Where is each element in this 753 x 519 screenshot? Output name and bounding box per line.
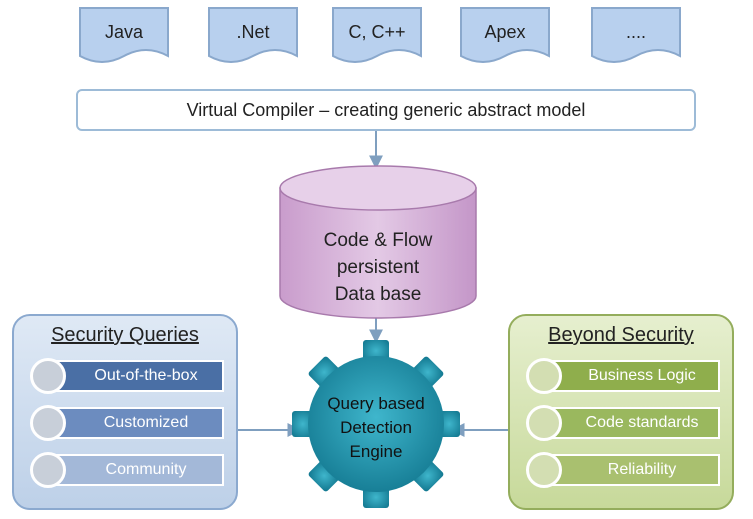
virtual-compiler-box: Virtual Compiler – creating generic abst… xyxy=(76,89,696,131)
document-icon xyxy=(460,7,550,63)
language-doc-c-cpp: C, C++ xyxy=(331,6,423,66)
list-item: Customized xyxy=(30,403,228,443)
item-label: Reliability xyxy=(548,454,720,486)
bullet-circle-icon xyxy=(30,405,66,441)
document-icon xyxy=(208,7,298,63)
language-label: .Net xyxy=(236,22,270,42)
document-icon xyxy=(591,7,681,63)
list-item: Business Logic xyxy=(526,356,724,396)
document-icon xyxy=(79,7,169,63)
list-item: Out-of-the-box xyxy=(30,356,228,396)
language-label: C, C++ xyxy=(348,22,406,42)
virtual-compiler-label: Virtual Compiler – creating generic abst… xyxy=(186,99,586,120)
language-label: Apex xyxy=(484,22,526,42)
item-label: Customized xyxy=(52,407,224,439)
language-doc-dotnet: .Net xyxy=(207,6,299,66)
bullet-circle-icon xyxy=(30,452,66,488)
list-item: Community xyxy=(30,450,228,490)
database-label: Code & Flow persistent Data base xyxy=(323,230,433,305)
list-item: Code standards xyxy=(526,403,724,443)
engine-label: Query based Detection Engine xyxy=(327,394,425,461)
security-queries-panel: Security Queries Out-of-the-box Customiz… xyxy=(12,314,238,510)
bullet-circle-icon xyxy=(526,452,562,488)
language-doc-apex: Apex xyxy=(459,6,551,66)
language-label: .... xyxy=(625,22,646,42)
document-icon xyxy=(332,7,422,63)
item-label: Business Logic xyxy=(548,360,720,392)
item-label: Out-of-the-box xyxy=(52,360,224,392)
list-item: Reliability xyxy=(526,450,724,490)
language-label: Java xyxy=(104,22,144,42)
beyond-security-panel: Beyond Security Business Logic Code stan… xyxy=(508,314,734,510)
panel-title: Beyond Security xyxy=(548,324,694,346)
panel-title: Security Queries xyxy=(51,324,199,346)
bullet-circle-icon xyxy=(526,358,562,394)
bullet-circle-icon xyxy=(30,358,66,394)
language-doc-more: .... xyxy=(590,6,682,66)
item-label: Community xyxy=(52,454,224,486)
bullet-circle-icon xyxy=(526,405,562,441)
language-doc-java: Java xyxy=(78,6,170,66)
item-label: Code standards xyxy=(548,407,720,439)
